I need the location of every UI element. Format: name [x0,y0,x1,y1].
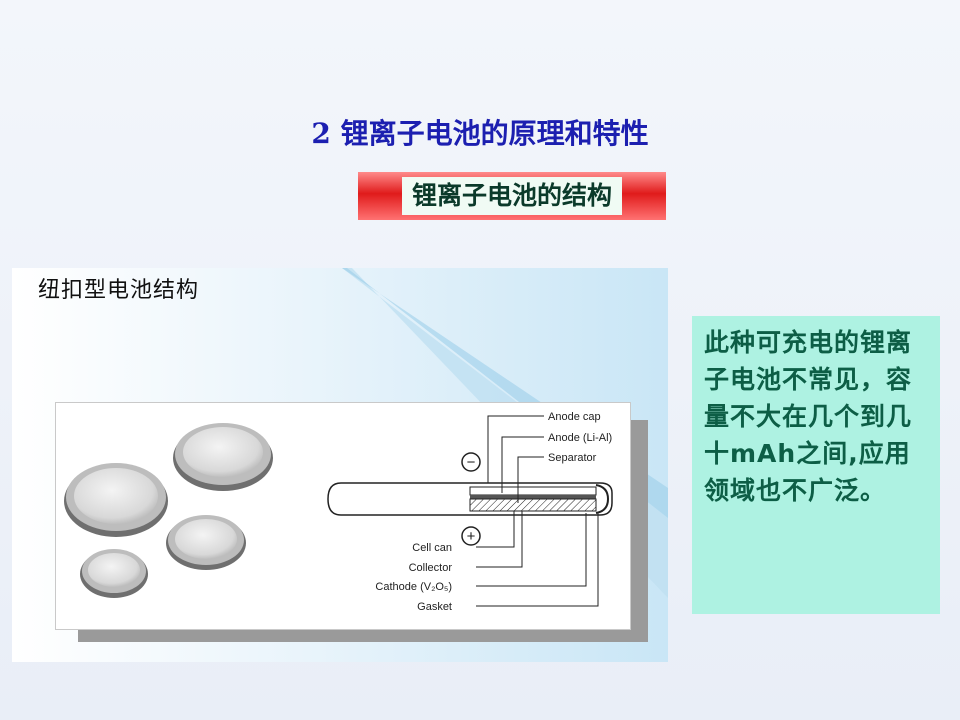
figure-caption: 纽扣型电池结构 [38,278,200,303]
label-anode-li-al: Anode (Li-Al) [548,432,612,444]
coin-medium [166,515,246,570]
subtitle-text: 锂离子电池的结构 [401,177,622,215]
coin-cell-figure: 纽扣型电池结构 [12,268,668,662]
positive-symbol: + [467,528,476,545]
label-gasket: Gasket [417,601,452,613]
label-cell-can: Cell can [412,542,452,554]
slide-title: 2 锂离子电池的原理和特性 [311,117,649,150]
label-collector: Collector [409,562,453,574]
diagram-panel: − + Anode cap Anode (Li-Al) Separator Ce… [55,402,631,630]
label-cathode: Cathode (V₂O₅) [375,581,452,593]
coin-large-left [64,463,168,537]
cross-section [327,482,613,516]
info-text: 此种可充电的锂离子电池不常见，容量不大在几个到几十mAh之间,应用领域也不广泛。 [704,328,913,505]
coin-large-top [173,423,273,491]
info-box: 此种可充电的锂离子电池不常见，容量不大在几个到几十mAh之间,应用领域也不广泛。 [692,316,940,614]
negative-symbol: − [467,454,476,471]
label-anode-cap: Anode cap [548,411,601,423]
coin-small [80,549,148,598]
positive-terminal-icon: + [461,526,481,546]
leader-lines [476,415,599,607]
label-separator: Separator [548,452,597,464]
negative-terminal-icon: − [461,452,481,472]
subtitle-banner: 锂离子电池的结构 [358,172,666,220]
coin-cell-diagram: − + Anode cap Anode (Li-Al) Separator Ce… [64,411,613,613]
